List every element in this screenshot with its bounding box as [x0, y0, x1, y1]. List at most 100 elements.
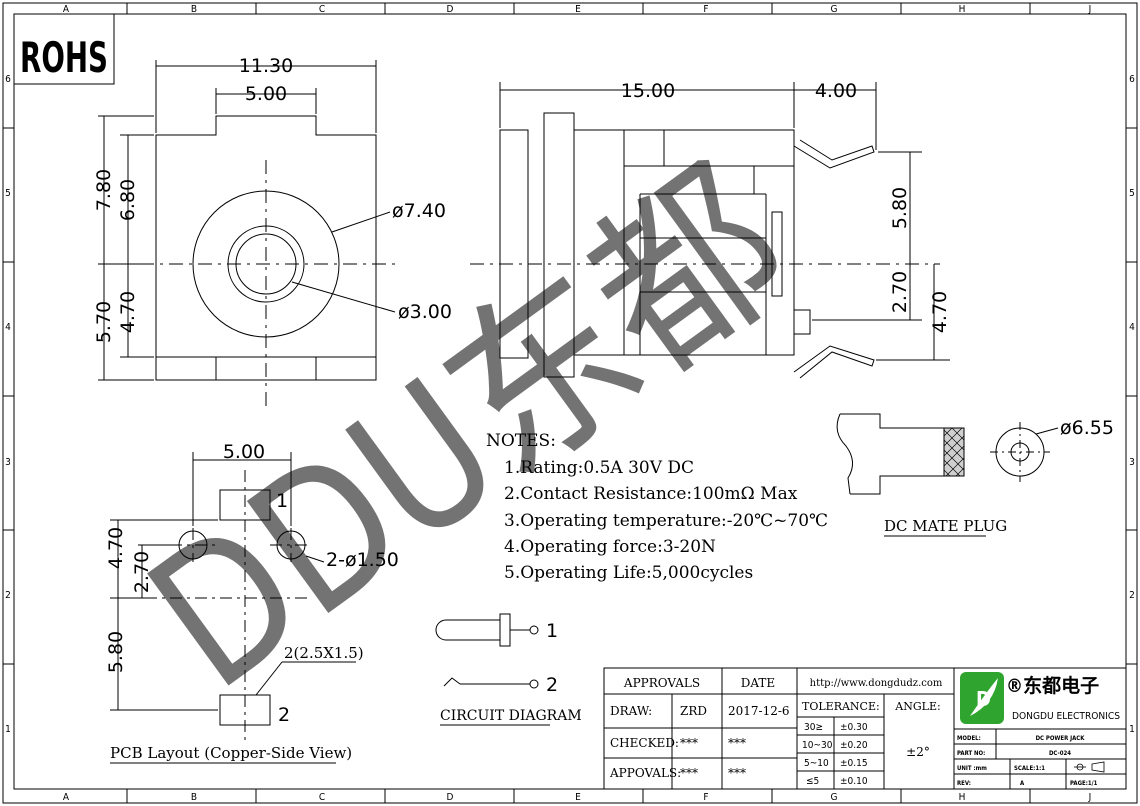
dim-bot-inner: 4.70 [117, 291, 139, 333]
pcb-labels: 5.00 1 2 4.70 2.70 5.80 2-ø1.50 2(2.5X1.… [105, 441, 399, 762]
pcb-spacing: 5.00 [223, 441, 265, 463]
pcb-layout [110, 452, 356, 764]
tb-part-value: DC-024 [1049, 750, 1071, 757]
dim-tab: 5.00 [245, 83, 287, 105]
row-label: 3 [1129, 457, 1135, 468]
watermark: DDU东都 [112, 129, 824, 731]
col-label: A [63, 792, 70, 803]
note-item: 4.Operating force:3-20N [504, 537, 716, 557]
dim-580: 5.80 [889, 187, 911, 229]
front-view-labels: 11.30 5.00 7.80 6.80 5.70 4.70 ø7.40 ø3.… [93, 55, 452, 343]
col-label: A [63, 4, 70, 15]
row-label: 2 [1129, 590, 1135, 601]
tb-checked: CHECKED: [610, 736, 679, 750]
note-item: 3.Operating temperature:-20℃~70℃ [504, 511, 828, 531]
pcb-pad1: 1 [276, 490, 288, 512]
tb-draw-name: ZRD [680, 704, 707, 718]
tb-tol-range: 5~10 [804, 758, 829, 769]
grid-labels: A B C D E F G H J A B C D E F G H J 6 5 … [5, 4, 1135, 803]
notes-title: NOTES: [486, 431, 556, 451]
circuit-pin1: 1 [546, 620, 558, 642]
row-label: 4 [5, 322, 11, 333]
tb-appovals: APPOVALS: [609, 766, 681, 780]
tb-tolerance: TOLERANCE: [802, 700, 880, 713]
circuit-diagram [435, 613, 550, 726]
col-label: C [319, 792, 325, 803]
col-label: H [959, 792, 966, 803]
tb-rev-value: A [1020, 780, 1025, 787]
tb-tol-value: ±0.15 [840, 758, 868, 769]
pcb-label: PCB Layout (Copper-Side View) [110, 744, 352, 762]
tb-checked-name: *** [680, 736, 698, 750]
front-view [98, 60, 396, 410]
side-view-labels: 15.00 4.00 5.80 2.70 4.70 [621, 80, 951, 333]
mate-plug-dia: ø6.55 [1060, 417, 1114, 439]
pcb-holes: 2-ø1.50 [326, 549, 399, 571]
row-label: 1 [1129, 724, 1135, 735]
circuit-pin2: 2 [546, 674, 558, 696]
col-label: J [1088, 4, 1092, 15]
col-label: F [703, 4, 708, 15]
tb-tol-value: ±0.20 [840, 740, 868, 751]
tb-appovals-date: *** [728, 766, 746, 780]
dim-width: 11.30 [239, 55, 293, 77]
pcb-pad-size: 2(2.5X1.5) [284, 644, 364, 662]
row-label: 5 [5, 188, 11, 199]
note-item: 5.Operating Life:5,000cycles [504, 563, 753, 583]
tb-tol-range: 30≥ [804, 722, 823, 733]
rohs-badge: ROHS [13, 13, 115, 85]
tb-approvals: APPROVALS [623, 676, 700, 690]
title-block-text: APPROVALS DATE DRAW: ZRD 2017-12-6 CHECK… [609, 674, 1120, 787]
col-label: H [959, 4, 966, 15]
tb-company-cn: ®东都电子 [1006, 674, 1099, 697]
dim-470: 4.70 [929, 291, 951, 333]
col-label: J [1088, 792, 1092, 803]
tb-appovals-name: *** [680, 766, 698, 780]
tb-checked-date: *** [728, 736, 746, 750]
pcb-dim-470: 4.70 [105, 527, 127, 569]
tb-tol-range: ≤5 [806, 776, 819, 787]
col-label: D [447, 4, 454, 15]
pcb-pad2: 2 [278, 704, 290, 726]
dim-pin-length: 4.00 [815, 80, 857, 102]
rohs-label: ROHS [20, 33, 108, 82]
pcb-dim-580: 5.80 [105, 631, 127, 673]
tb-model-label: MODEL: [957, 735, 981, 742]
row-label: 6 [5, 74, 11, 85]
col-label: E [575, 792, 581, 803]
col-label: G [831, 4, 838, 15]
dim-dia-outer: ø7.40 [392, 200, 446, 222]
logo: D [960, 672, 1004, 724]
col-label: B [191, 4, 197, 15]
projection-symbol [1074, 761, 1105, 773]
circuit-labels: 1 2 CIRCUIT DIAGRAM [440, 620, 582, 724]
row-label: 4 [1129, 322, 1135, 333]
dim-top-outer: 7.80 [93, 169, 115, 211]
col-label: E [575, 4, 581, 15]
dim-dia-inner: ø3.00 [398, 301, 452, 323]
tb-model-value: DC POWER JACK [1036, 735, 1086, 742]
col-label: F [703, 792, 708, 803]
row-label: 6 [1129, 74, 1135, 85]
tb-angle-value: ±2° [906, 745, 930, 759]
col-label: G [831, 792, 838, 803]
tb-draw-date: 2017-12-6 [728, 704, 790, 718]
tb-rev-label: REV: [957, 780, 971, 787]
title-block [603, 667, 1127, 790]
col-label: C [319, 4, 325, 15]
side-view [470, 82, 950, 379]
mate-plug [836, 413, 1059, 537]
tb-date: DATE [741, 676, 775, 690]
dim-bot-outer: 5.70 [93, 301, 115, 343]
row-label: 1 [5, 724, 11, 735]
mate-plug-label: DC MATE PLUG [884, 517, 1007, 535]
tb-company-en: DONGDU ELECTRONICS [1012, 711, 1120, 722]
note-item: 1.Rating:0.5A 30V DC [504, 458, 694, 478]
tb-url: http://www.dongdudz.com [810, 678, 943, 689]
tb-tol-range: 10~30 [802, 740, 833, 751]
row-label: 2 [5, 590, 11, 601]
pcb-dim-270: 2.70 [131, 551, 153, 593]
tb-unit: UNIT :mm [957, 765, 987, 772]
